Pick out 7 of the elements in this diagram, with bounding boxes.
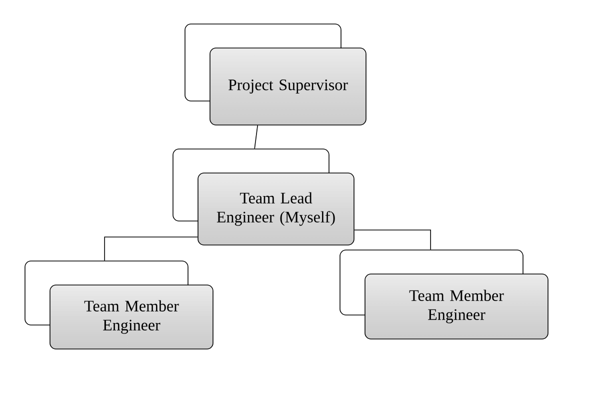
org-chart-box: Team Lead Engineer (Myself)	[172, 148, 354, 246]
connector-line	[354, 230, 431, 250]
connector-line	[254, 125, 258, 149]
connector-line	[104, 236, 198, 261]
org-chart-box: Team Member Engineer	[340, 250, 548, 340]
org-chart-box: Team Member Engineer	[24, 260, 214, 350]
org-chart-box: Project Supervisor	[184, 24, 366, 126]
